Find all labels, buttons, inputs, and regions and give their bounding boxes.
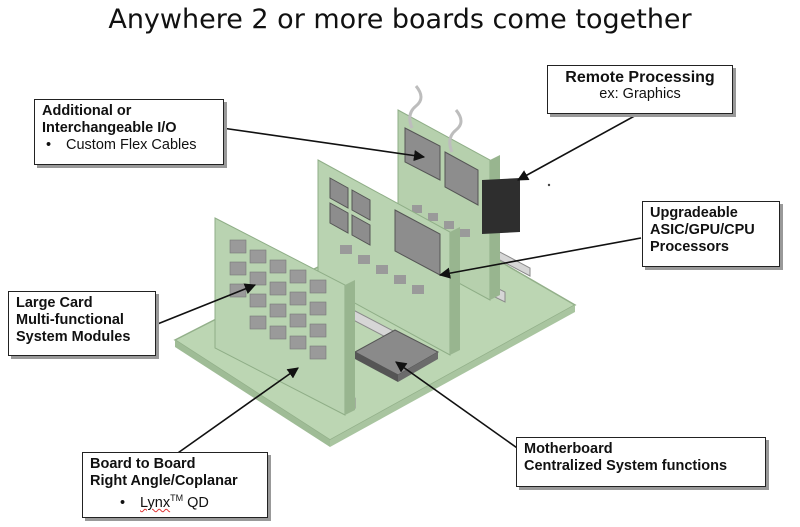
callout-io: Additional or Interchangeable I/O •Custo…	[34, 99, 224, 165]
callout-asic-line1: Upgradeable	[650, 205, 738, 221]
board-asic	[317, 159, 460, 356]
callout-b2b-qd: QD	[183, 494, 209, 511]
callout-io-bullet: •Custom Flex Cables	[46, 137, 197, 153]
callout-io-bullet-text: Custom Flex Cables	[66, 137, 197, 153]
callout-remote-processing: Remote Processing ex: Graphics	[547, 65, 733, 114]
callout-large-line3: System Modules	[16, 329, 131, 345]
callout-asic: Upgradeable ASIC/GPU/CPU Processors	[642, 201, 780, 267]
callout-b2b-line2: Right Angle/Coplanar	[90, 473, 238, 489]
leader-arrows	[154, 112, 642, 456]
callout-remote-heading: Remote Processing	[565, 69, 715, 86]
callout-io-line2: Interchangeable I/O	[42, 120, 177, 136]
callout-large-line2: Multi-functional	[16, 312, 124, 328]
callout-asic-line3: Processors	[650, 239, 729, 255]
callout-io-line1: Additional or	[42, 103, 132, 119]
callout-board-to-board: Board to Board Right Angle/Coplanar •Lyn…	[82, 452, 268, 518]
callout-motherboard: Motherboard Centralized System functions	[516, 437, 766, 487]
callout-remote-sub: ex: Graphics	[599, 86, 681, 102]
callout-b2b-tm: TM	[170, 493, 184, 503]
motherboard-chip	[353, 329, 440, 382]
callout-mother-line1: Motherboard	[524, 441, 613, 457]
callout-b2b-lynx: Lynx	[140, 494, 171, 511]
callout-b2b-line1: Board to Board	[90, 456, 196, 472]
slide-title: Anywhere 2 or more boards come together	[108, 4, 692, 35]
callout-asic-line2: ASIC/GPU/CPU	[650, 222, 755, 238]
callout-mother-line2: Centralized System functions	[524, 458, 728, 474]
board-large-card	[214, 217, 355, 416]
callout-large-card: Large Card Multi-functional System Modul…	[8, 291, 156, 356]
callout-b2b-bullet: •LynxTM QD	[120, 493, 209, 511]
callout-large-line1: Large Card	[16, 295, 93, 311]
